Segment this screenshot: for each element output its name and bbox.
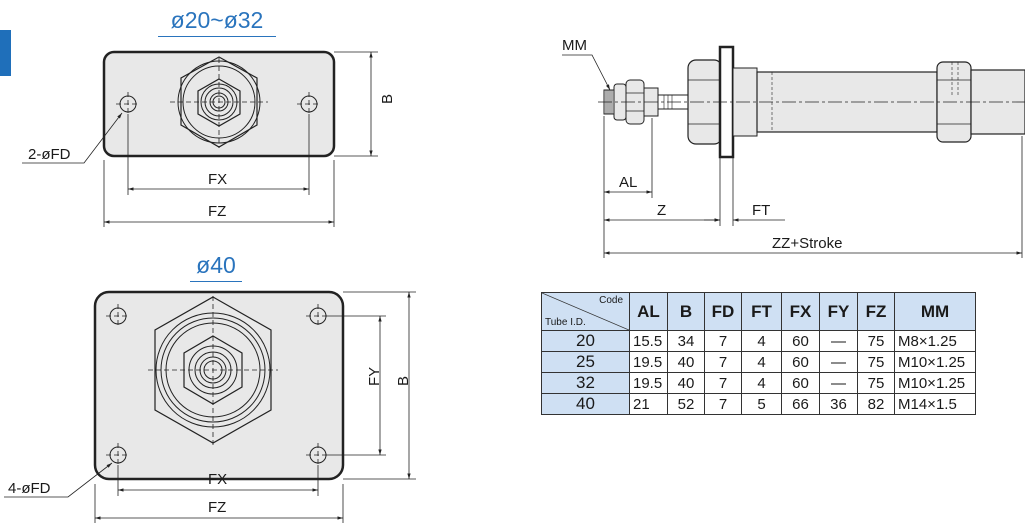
- title-small-bore: ø20~ø32: [158, 7, 276, 37]
- table-header-cell: MM: [894, 292, 976, 331]
- title-large-text: ø40: [196, 252, 236, 278]
- table-cell: 7: [704, 330, 742, 352]
- table-cell: 4: [741, 351, 782, 373]
- label-large-fz: FZ: [208, 499, 226, 516]
- table-cell: 60: [781, 330, 820, 352]
- table-header-cell: FT: [741, 292, 782, 331]
- table-cell: 82: [857, 393, 895, 415]
- corner-code-label: Code: [599, 295, 623, 306]
- table-row: 20 15.5 34 7 4 60 — 75 M8×1.25: [541, 330, 976, 352]
- table-row: 32 19.5 40 7 4 60 — 75 M10×1.25: [541, 372, 976, 394]
- row-size-cell: 25: [541, 351, 630, 373]
- table-header-cell: FD: [704, 292, 742, 331]
- table-cell: 60: [781, 372, 820, 394]
- table-cell: 21: [629, 393, 668, 415]
- table-row: 25 19.5 40 7 4 60 — 75 M10×1.25: [541, 351, 976, 373]
- table-cell: —: [819, 372, 858, 394]
- table-cell: 7: [704, 393, 742, 415]
- section-marker: [0, 30, 11, 76]
- table-cell: 7: [704, 372, 742, 394]
- table-row: 40 21 52 7 5 66 36 82 M14×1.5: [541, 393, 976, 415]
- table-cell: 5: [741, 393, 782, 415]
- table-cell: 60: [781, 351, 820, 373]
- title-small-underline: [158, 36, 276, 37]
- label-mm: MM: [562, 37, 587, 54]
- table-header-cell: FX: [781, 292, 820, 331]
- table-cell: 19.5: [629, 372, 668, 394]
- table-cell: M14×1.5: [894, 393, 976, 415]
- label-small-fx: FX: [208, 171, 227, 188]
- table-cell: 75: [857, 330, 895, 352]
- label-large-fx: FX: [208, 471, 227, 488]
- table-cell: 36: [819, 393, 858, 415]
- mm-leader: [562, 54, 611, 91]
- table-cell: 7: [704, 351, 742, 373]
- table-cell: 15.5: [629, 330, 668, 352]
- table-cell: M8×1.25: [894, 330, 976, 352]
- dimension-labels: 2-øFD FX FZ B 4-øFD FX FZ FY B MM AL Z F…: [8, 37, 842, 516]
- cylinder-side-view: [562, 45, 1025, 258]
- label-ft: FT: [752, 202, 770, 219]
- table-cell: —: [819, 330, 858, 352]
- label-z: Z: [657, 202, 666, 219]
- label-large-holes: 4-øFD: [8, 480, 51, 497]
- title-large-bore: ø40: [190, 252, 242, 282]
- table-cell: M10×1.25: [894, 351, 976, 373]
- table-cell: M10×1.25: [894, 372, 976, 394]
- small-flange-view: [22, 50, 378, 227]
- table-cell: 75: [857, 372, 895, 394]
- large-hole-leader: [4, 462, 113, 498]
- label-al: AL: [619, 174, 637, 191]
- row-size-cell: 32: [541, 372, 630, 394]
- table-header-cell: FZ: [857, 292, 895, 331]
- table-cell: —: [819, 351, 858, 373]
- dimension-table: Code Tube I.D. AL B FD FT FX FY FZ MM 20…: [541, 292, 976, 415]
- row-size-cell: 20: [541, 330, 630, 352]
- table-header-row: Code Tube I.D. AL B FD FT FX FY FZ MM: [541, 292, 976, 331]
- title-large-underline: [190, 281, 242, 282]
- table-header-cell: AL: [629, 292, 668, 331]
- small-hole-leader: [22, 112, 123, 164]
- large-flange-view: [4, 290, 416, 523]
- label-large-b: B: [395, 376, 412, 386]
- table-cell: 4: [741, 330, 782, 352]
- table-cell: 34: [667, 330, 705, 352]
- table-cell: 66: [781, 393, 820, 415]
- table-corner-cell: Code Tube I.D.: [541, 292, 630, 331]
- table-header-cell: B: [667, 292, 705, 331]
- label-zz: ZZ+Stroke: [772, 235, 842, 252]
- table-cell: 19.5: [629, 351, 668, 373]
- label-large-fy: FY: [366, 367, 383, 386]
- corner-tube-label: Tube I.D.: [545, 317, 586, 328]
- label-small-b: B: [379, 94, 396, 104]
- table-cell: 40: [667, 351, 705, 373]
- table-cell: 40: [667, 372, 705, 394]
- row-size-cell: 40: [541, 393, 630, 415]
- label-small-holes: 2-øFD: [28, 146, 71, 163]
- table-header-cell: FY: [819, 292, 858, 331]
- table-cell: 52: [667, 393, 705, 415]
- table-cell: 75: [857, 351, 895, 373]
- corner-diagonal: [542, 293, 629, 330]
- label-small-fz: FZ: [208, 203, 226, 220]
- title-small-text: ø20~ø32: [170, 7, 264, 33]
- table-cell: 4: [741, 372, 782, 394]
